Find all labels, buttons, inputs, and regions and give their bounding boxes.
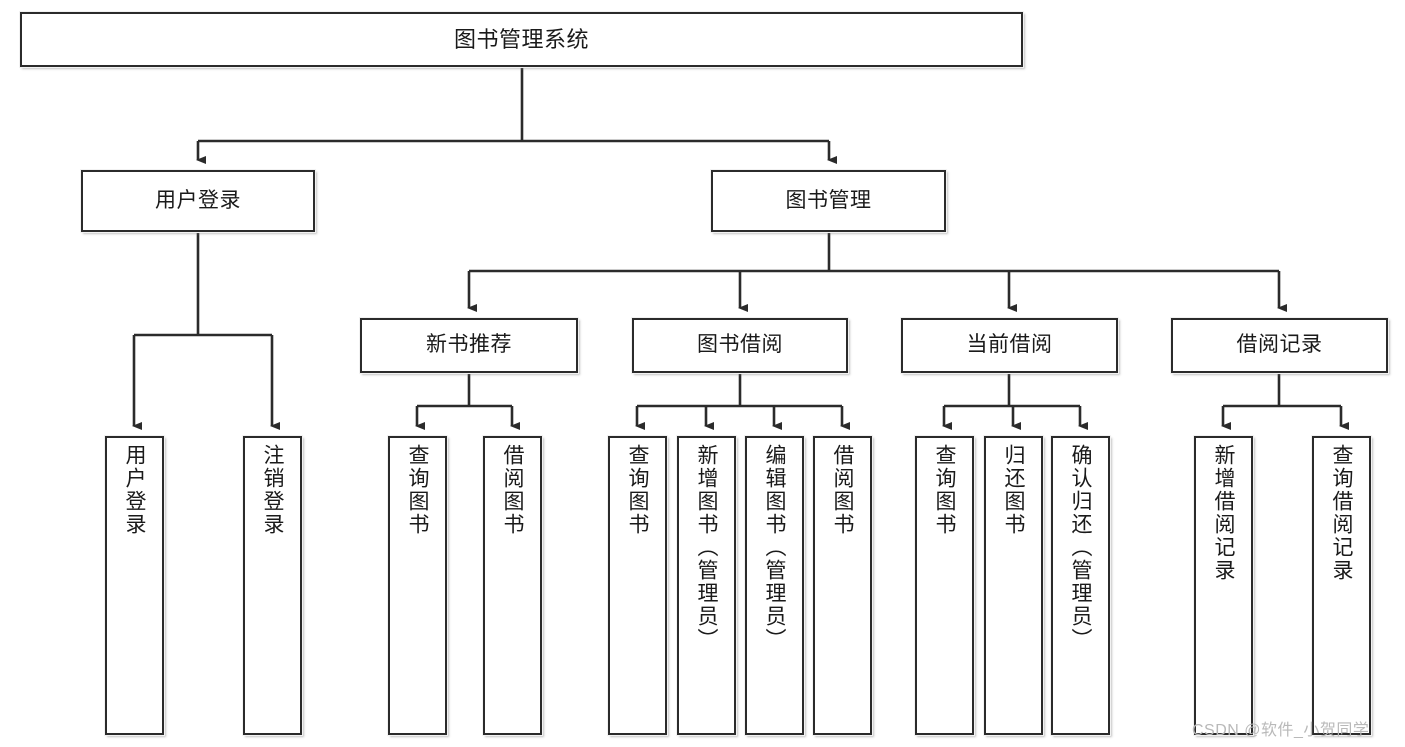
leaf-search-book-recommend[interactable]: 查询图书 (388, 436, 447, 735)
node-label: 借阅记录 (1236, 333, 1323, 357)
leaf-user-logout[interactable]: 注销登录 (243, 436, 302, 735)
leaf-borrow-book-recommend[interactable]: 借阅图书 (483, 436, 542, 735)
node-current-borrow[interactable]: 当前借阅 (901, 318, 1118, 373)
node-label: 查询图书 (406, 444, 430, 536)
node-label: 当前借阅 (966, 333, 1053, 357)
node-label: 确认归还（管理员） (1069, 444, 1093, 651)
node-new-book-recommend[interactable]: 新书推荐 (360, 318, 578, 373)
leaf-user-login[interactable]: 用户登录 (105, 436, 164, 735)
node-label: 借阅图书 (831, 444, 855, 536)
node-label: 编辑图书（管理员） (763, 444, 787, 651)
csdn-watermark: CSDN @软件_小贺同学 (1192, 722, 1370, 739)
leaf-borrow-book[interactable]: 借阅图书 (813, 436, 872, 735)
leaf-edit-book-admin[interactable]: 编辑图书（管理员） (745, 436, 804, 735)
node-label: 图书管理系统 (453, 26, 589, 52)
node-label: 用户登录 (155, 188, 241, 212)
node-label: 图书管理 (785, 188, 872, 212)
node-label: 新增图书（管理员） (695, 444, 719, 651)
leaf-return-book[interactable]: 归还图书 (984, 436, 1043, 735)
node-label: 用户登录 (123, 444, 147, 536)
node-label: 借阅图书 (501, 444, 525, 536)
node-label: 查询图书 (933, 444, 957, 536)
node-label: 新增借阅记录 (1212, 444, 1236, 582)
node-label: 图书借阅 (697, 333, 783, 357)
node-user-login[interactable]: 用户登录 (81, 170, 315, 232)
node-label: 查询借阅记录 (1330, 444, 1354, 582)
leaf-add-borrow-record[interactable]: 新增借阅记录 (1194, 436, 1253, 735)
node-label: 新书推荐 (426, 333, 512, 357)
node-label: 查询图书 (626, 444, 650, 536)
leaf-search-book-borrow[interactable]: 查询图书 (608, 436, 667, 735)
node-root-system[interactable]: 图书管理系统 (20, 12, 1023, 67)
leaf-search-borrow-record[interactable]: 查询借阅记录 (1312, 436, 1371, 735)
node-book-borrow[interactable]: 图书借阅 (632, 318, 848, 373)
leaf-search-book-current[interactable]: 查询图书 (915, 436, 974, 735)
node-book-management[interactable]: 图书管理 (711, 170, 946, 232)
node-borrow-records[interactable]: 借阅记录 (1171, 318, 1388, 373)
leaf-add-book-admin[interactable]: 新增图书（管理员） (677, 436, 736, 735)
node-label: 注销登录 (261, 444, 285, 536)
leaf-confirm-return-admin[interactable]: 确认归还（管理员） (1051, 436, 1110, 735)
node-label: 归还图书 (1002, 444, 1026, 536)
